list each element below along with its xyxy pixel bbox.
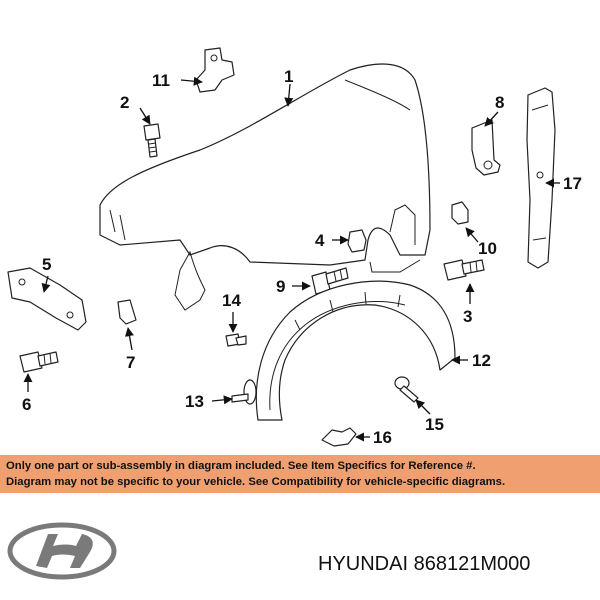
seal-part-17 <box>526 87 556 269</box>
leader-lines <box>23 76 560 442</box>
clip-part-13 <box>231 379 257 405</box>
callout-17: 17 <box>563 174 582 193</box>
bracket-part-5 <box>7 267 87 331</box>
wheel-liner-part-12 <box>255 280 456 421</box>
screw-part-14 <box>225 333 247 347</box>
callout-7: 7 <box>126 353 135 372</box>
callout-8: 8 <box>495 93 504 112</box>
callout-5: 5 <box>42 255 51 274</box>
notice-line-1: Only one part or sub-assembly in diagram… <box>6 460 476 472</box>
callout-11: 11 <box>152 71 170 90</box>
callout-9: 9 <box>276 277 285 296</box>
callout-4: 4 <box>315 231 325 250</box>
bolt-part-6 <box>19 351 59 373</box>
callout-16: 16 <box>373 428 392 447</box>
clip-part-4 <box>347 229 367 253</box>
part-number-label: HYUNDAI 868121M000 <box>318 553 530 576</box>
clip-part-7 <box>117 299 137 325</box>
bracket-part-11 <box>195 47 235 93</box>
callout-3: 3 <box>463 307 472 326</box>
bolt-part-9 <box>311 267 349 295</box>
part-number: 868121M000 <box>413 553 531 575</box>
hyundai-logo-icon <box>7 522 117 580</box>
clip-part-15 <box>394 376 419 403</box>
callout-12: 12 <box>472 351 491 370</box>
callout-13: 13 <box>185 392 204 411</box>
bolt-part-2 <box>143 123 161 158</box>
clip-part-10 <box>451 201 469 225</box>
notice-line-2: Diagram may not be specific to your vehi… <box>6 476 506 488</box>
callout-labels: 1 2 3 4 5 6 7 8 9 10 11 12 13 14 15 16 1… <box>22 67 582 447</box>
callout-10: 10 <box>478 239 497 258</box>
bolt-part-3 <box>443 259 485 281</box>
fender-part <box>99 63 431 311</box>
callout-15: 15 <box>425 415 444 434</box>
callout-14: 14 <box>222 291 241 310</box>
bracket-part-8 <box>471 119 501 176</box>
parts-diagram: 1 2 3 4 5 6 7 8 9 10 11 12 13 14 15 16 1… <box>7 47 582 447</box>
notice-banner: Only one part or sub-assembly in diagram… <box>0 455 600 493</box>
callout-1: 1 <box>284 67 293 86</box>
callout-2: 2 <box>120 93 129 112</box>
brand-name: HYUNDAI <box>318 553 409 575</box>
clip-part-16 <box>321 427 357 447</box>
callout-6: 6 <box>22 395 31 414</box>
